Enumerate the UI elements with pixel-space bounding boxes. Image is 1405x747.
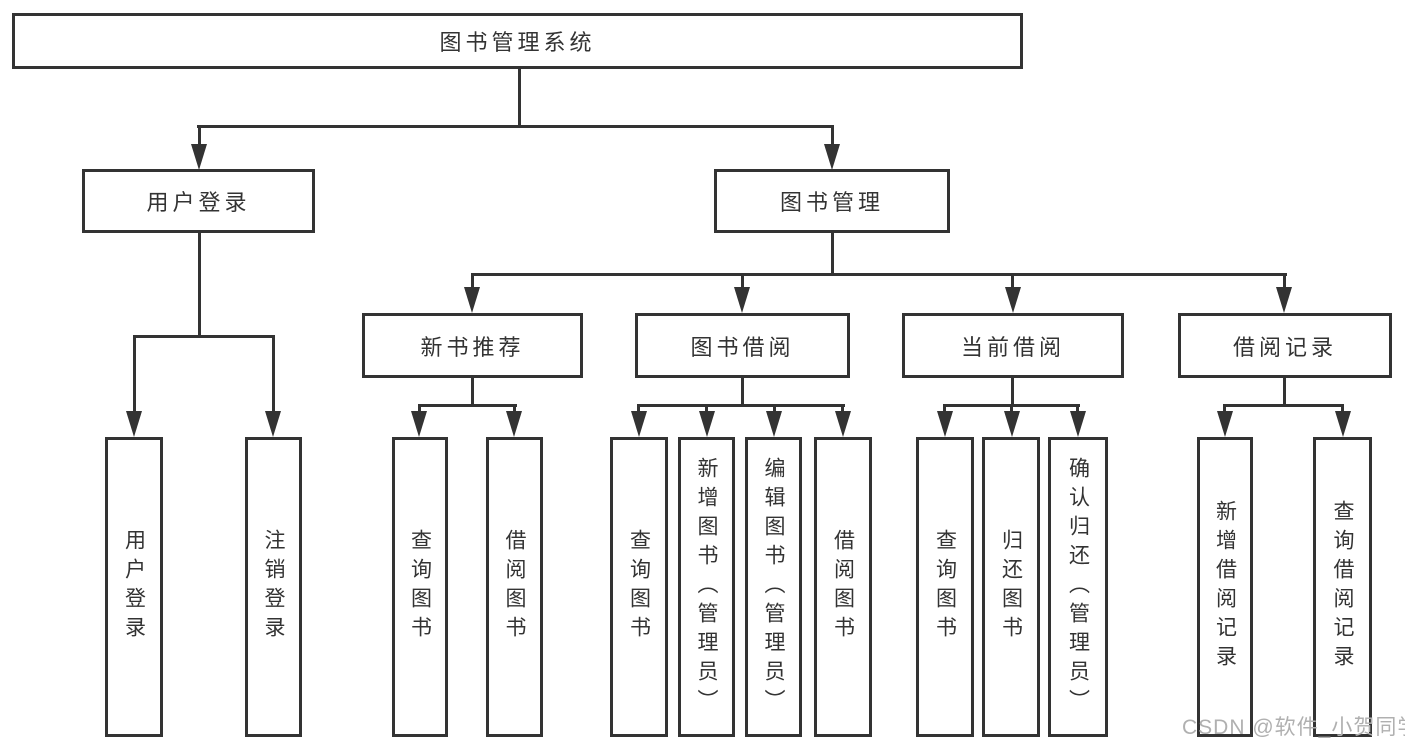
connector-vline	[518, 68, 521, 128]
leaf-query-borrow-record: 查询借阅记录	[1313, 437, 1372, 737]
connector-vline	[1011, 274, 1014, 289]
leaf-add-borrow-record: 新增借阅记录	[1197, 437, 1253, 737]
node-book-management: 图书管理	[714, 169, 950, 233]
leaf-label: 用户登录	[122, 529, 146, 645]
connector-vline	[1223, 405, 1226, 413]
arrow-down-icon	[766, 411, 782, 437]
connector-vline	[418, 405, 421, 413]
node-borrow-records: 借阅记录	[1178, 313, 1392, 378]
leaf-label: 查询借阅记录	[1331, 500, 1354, 674]
csdn-watermark: CSDN @软件_小贺同学	[1182, 716, 1405, 739]
arrow-down-icon	[1070, 411, 1086, 437]
leaf-logout: 注销登录	[245, 437, 302, 737]
connector-vline	[1283, 377, 1286, 407]
arrow-down-icon	[1004, 411, 1020, 437]
arrow-down-icon	[835, 411, 851, 437]
leaf-borrow-books: 借阅图书	[814, 437, 872, 737]
connector-vline	[471, 274, 474, 289]
connector-vline	[705, 405, 708, 413]
leaf-label: 确认归还（管理员）	[1066, 456, 1090, 718]
connector-hline	[418, 404, 517, 407]
arrow-down-icon	[631, 411, 647, 437]
connector-vline	[1011, 377, 1014, 407]
connector-vline	[637, 405, 640, 413]
connector-vline	[1283, 274, 1286, 289]
leaf-label: 查询图书	[408, 529, 432, 645]
node-current-borrowing: 当前借阅	[902, 313, 1124, 378]
arrow-down-icon	[1276, 287, 1292, 313]
arrow-down-icon	[411, 411, 427, 437]
connector-hline	[197, 125, 834, 128]
leaf-label: 归还图书	[999, 529, 1023, 645]
arrow-down-icon	[734, 287, 750, 313]
arrow-down-icon	[824, 144, 840, 170]
leaf-add-book-admin: 新增图书（管理员）	[678, 437, 735, 737]
connector-vline	[741, 274, 744, 289]
leaf-label: 编辑图书（管理员）	[762, 456, 785, 718]
connector-vline	[198, 232, 201, 338]
connector-vline	[741, 377, 744, 407]
leaf-label: 查询图书	[933, 529, 957, 645]
arrow-down-icon	[1335, 411, 1351, 437]
arrow-down-icon	[1217, 411, 1233, 437]
leaf-label: 新增图书（管理员）	[695, 456, 718, 718]
leaf-label: 查询图书	[627, 529, 651, 645]
connector-hline	[133, 335, 275, 338]
connector-vline	[773, 405, 776, 413]
leaf-label: 借阅图书	[503, 529, 526, 645]
leaf-label: 借阅图书	[831, 529, 855, 645]
leaf-edit-book-admin: 编辑图书（管理员）	[745, 437, 802, 737]
arrow-down-icon	[464, 287, 480, 313]
leaf-query-books-recommend: 查询图书	[392, 437, 448, 737]
arrow-down-icon	[265, 411, 281, 437]
arrow-down-icon	[699, 411, 715, 437]
node-book-borrowing: 图书借阅	[635, 313, 850, 378]
leaf-return-books: 归还图书	[982, 437, 1040, 737]
leaf-confirm-return-admin: 确认归还（管理员）	[1048, 437, 1108, 737]
arrow-down-icon	[506, 411, 522, 437]
connector-vline	[943, 405, 946, 413]
connector-vline	[133, 336, 136, 413]
node-root: 图书管理系统	[12, 13, 1023, 69]
connector-hline	[637, 404, 845, 407]
leaf-label: 注销登录	[262, 529, 285, 645]
connector-hline	[1223, 404, 1344, 407]
node-user-login: 用户登录	[82, 169, 315, 233]
leaf-user-login: 用户登录	[105, 437, 163, 737]
leaf-query-books-borrowing: 查询图书	[610, 437, 668, 737]
connector-vline	[841, 405, 844, 413]
connector-vline	[1341, 405, 1344, 413]
arrow-down-icon	[1005, 287, 1021, 313]
leaf-label: 新增借阅记录	[1213, 500, 1237, 674]
leaf-borrow-books-recommend: 借阅图书	[486, 437, 543, 737]
connector-vline	[513, 405, 516, 413]
connector-vline	[272, 336, 275, 413]
arrow-down-icon	[191, 144, 207, 170]
connector-vline	[831, 232, 834, 276]
arrow-down-icon	[937, 411, 953, 437]
arrow-down-icon	[126, 411, 142, 437]
connector-vline	[471, 377, 474, 407]
node-new-book-recommend: 新书推荐	[362, 313, 583, 378]
connector-hline	[471, 273, 1287, 276]
leaf-query-books-current: 查询图书	[916, 437, 974, 737]
connector-vline	[1010, 405, 1013, 413]
connector-vline	[831, 126, 834, 146]
connector-vline	[198, 126, 201, 146]
connector-vline	[1076, 405, 1079, 413]
